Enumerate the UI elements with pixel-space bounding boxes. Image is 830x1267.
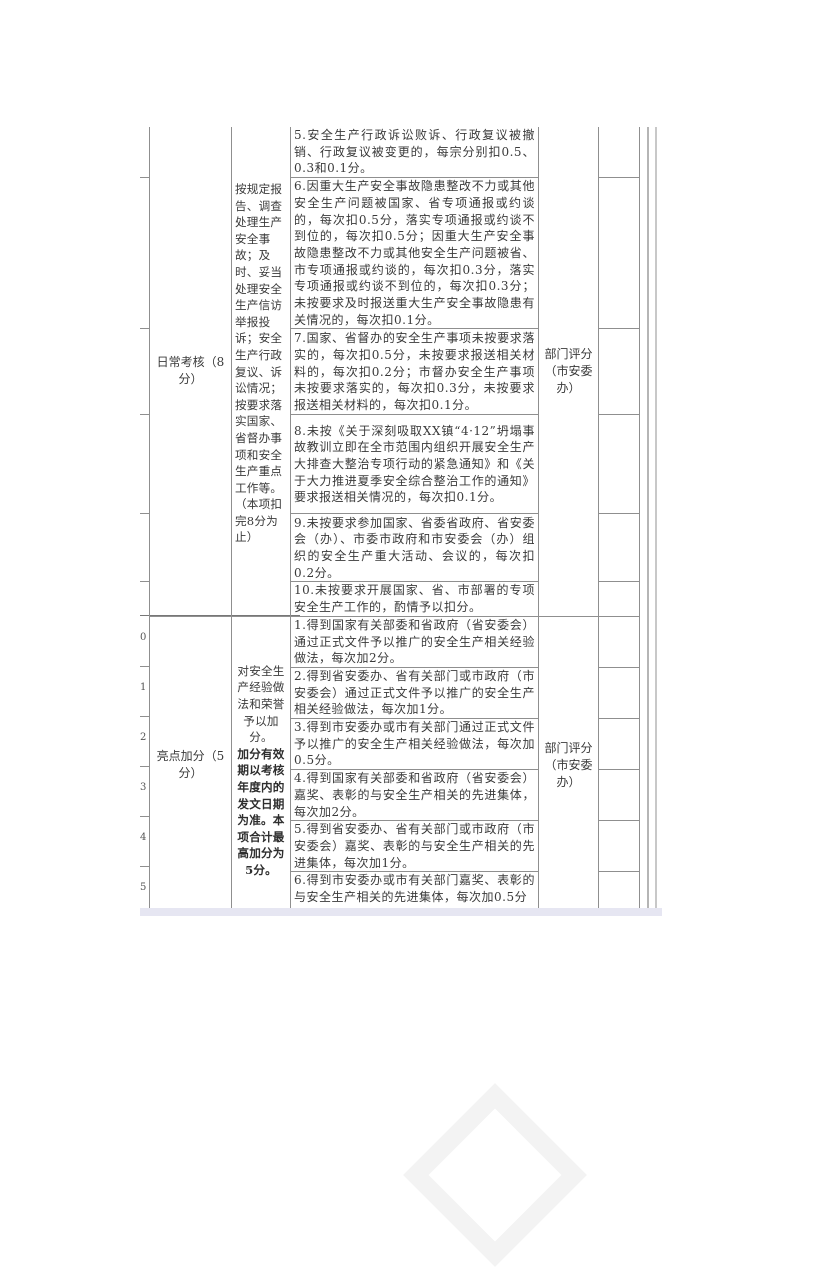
score-cell <box>598 581 640 617</box>
category-bonus: 亮点加分（5分） <box>149 615 232 915</box>
category-daily: 日常考核（8分） <box>149 127 232 617</box>
score-cell <box>598 871 640 914</box>
document-page: 0 1 2 3 4 5 日常考核（8分） 按规定报告、调查处理生产安全事故；及时… <box>140 127 662 1267</box>
table-row: 4.得到国家有关部委和省政府（省安委会）嘉奖、表彰的与安全生产相关的先进集体，每… <box>150 769 640 822</box>
item-text: 3.得到市安委办或市有关部门通过正式文件予以推广的安全生产相关经验做法，每次加0… <box>290 718 539 771</box>
score-cell <box>598 666 640 720</box>
item-text: 5.得到省安委办、省有关部门或市政府（市安委会）嘉奖、表彰的与安全生产相关的先进… <box>290 820 539 873</box>
score-cell <box>598 414 640 515</box>
scanned-table-image: 0 1 2 3 4 5 日常考核（8分） 按规定报告、调查处理生产安全事故；及时… <box>140 127 662 916</box>
table-row: 6.因重大生产安全事故隐患整改不力或其他安全生产问题被国家、省专项通报或约谈的，… <box>150 177 640 330</box>
row-number: 1 <box>140 682 147 693</box>
row-tick <box>140 328 149 329</box>
item-text: 8.未按《关于深刻吸取XX镇“4·12”坍塌事故教训立即在全市范围内组织开展安全… <box>290 414 539 515</box>
row-number: 4 <box>140 832 147 843</box>
row-number: 0 <box>140 632 147 643</box>
score-cell <box>598 769 640 822</box>
item-text: 6.得到市安委办或市有关部门嘉奖、表彰的与安全生产相关的先进集体，每次加0.5分 <box>290 871 539 914</box>
item-text: 10.未按要求开展国家、省、市部署的专项安全生产工作的，酌情予以扣分。 <box>290 581 539 617</box>
table-row: 日常考核（8分） 按规定报告、调查处理生产安全事故；及时、妥当处理安全生产信访举… <box>149 127 640 617</box>
row-tick <box>140 666 149 667</box>
scoring-method-daily: 部门评分（市安委办） <box>538 127 599 617</box>
row-number: 2 <box>140 732 147 743</box>
criteria-daily: 按规定报告、调查处理生产安全事故；及时、妥当处理安全生产信访举报投诉；安全生产行… <box>231 127 291 617</box>
page-edge-rule <box>655 127 657 915</box>
item-text: 4.得到国家有关部委和省政府（省安委会）嘉奖、表彰的与安全生产相关的先进集体，每… <box>290 769 539 822</box>
row-number: 3 <box>140 782 147 793</box>
score-cell <box>598 513 640 583</box>
table-row: 9.未按要求参加国家、省委省政府、省安委会（办）、市委市政府和市安委会（办）组织… <box>150 513 640 583</box>
score-cell <box>598 820 640 873</box>
item-text: 6.因重大生产安全事故隐患整改不力或其他安全生产问题被国家、省专项通报或约谈的，… <box>290 177 539 330</box>
item-text: 2.得到省安委办、省有关部门或市政府（市安委会）通过正式文件予以推广的安全生产相… <box>290 666 539 720</box>
table-row: 3.得到市安委办或市有关部门通过正式文件予以推广的安全生产相关经验做法，每次加0… <box>150 718 640 771</box>
row-number: 5 <box>140 882 147 893</box>
scoring-method-bonus: 部门评分（市安委办） <box>538 615 599 915</box>
score-cell <box>598 127 640 179</box>
row-tick <box>140 414 149 415</box>
row-tick <box>140 766 149 767</box>
row-tick <box>140 816 149 817</box>
criteria-bonus: 对安全生产经验做法和荣誉予以加分。 加分有效期以考核年度内的发文日期为准。本项合… <box>231 615 291 915</box>
page-edge-rule <box>647 127 649 915</box>
criteria-bonus-note: 加分有效期以考核年度内的发文日期为准。本项合计最高加分为5分。 <box>237 746 285 877</box>
item-text: 1.得到国家有关部委和省政府（省安委会）通过正式文件予以推广的安全生产相关经验做… <box>290 615 539 668</box>
watermark-logo <box>403 1083 587 1267</box>
table-row: 10.未按要求开展国家、省、市部署的专项安全生产工作的，酌情予以扣分。 <box>150 581 640 617</box>
table-row: 5.得到省安委办、省有关部门或市政府（市安委会）嘉奖、表彰的与安全生产相关的先进… <box>150 820 640 873</box>
bottom-shade-band <box>140 908 662 916</box>
assessment-table: 日常考核（8分） 按规定报告、调查处理生产安全事故；及时、妥当处理安全生产信访举… <box>149 127 640 915</box>
row-tick <box>140 177 149 178</box>
score-cell <box>598 718 640 771</box>
table-row: 7.国家、省督办的安全生产事项未按要求落实的，每次扣0.5分，未按要求报送相关材… <box>150 328 640 416</box>
criteria-bonus-text: 对安全生产经验做法和荣誉予以加分。 <box>237 663 285 745</box>
table-row: 亮点加分（5分） 对安全生产经验做法和荣誉予以加分。 加分有效期以考核年度内的发… <box>149 615 640 915</box>
row-tick <box>140 866 149 867</box>
item-text: 9.未按要求参加国家、省委省政府、省安委会（办）、市委市政府和市安委会（办）组织… <box>290 513 539 583</box>
table-row: 6.得到市安委办或市有关部门嘉奖、表彰的与安全生产相关的先进集体，每次加0.5分 <box>150 871 640 914</box>
score-cell <box>598 615 640 668</box>
table-row: 2.得到省安委办、省有关部门或市政府（市安委会）通过正式文件予以推广的安全生产相… <box>150 666 640 720</box>
score-cell <box>598 328 640 416</box>
score-cell <box>598 177 640 330</box>
item-text: 5.安全生产行政诉讼败诉、行政复议被撤销、行政复议被变更的，每宗分别扣0.5、0… <box>290 127 539 179</box>
table-row: 8.未按《关于深刻吸取XX镇“4·12”坍塌事故教训立即在全市范围内组织开展安全… <box>150 414 640 515</box>
row-tick <box>140 513 149 514</box>
item-text: 7.国家、省督办的安全生产事项未按要求落实的，每次扣0.5分，未按要求报送相关材… <box>290 328 539 416</box>
row-tick <box>140 581 149 582</box>
row-tick <box>140 716 149 717</box>
